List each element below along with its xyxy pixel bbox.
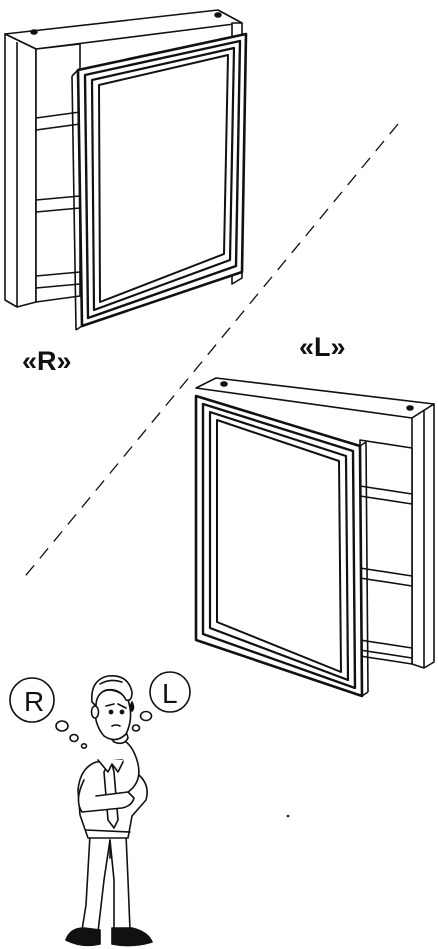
cabinet-side-panel xyxy=(4,33,37,308)
man-shoe-right xyxy=(111,927,153,947)
thought-trail xyxy=(69,733,79,743)
mirror-door-top xyxy=(71,32,248,331)
screw-hole-icon xyxy=(30,29,38,35)
label-left-hinge: «L» xyxy=(299,332,346,362)
thought-bubble-l-letter: L xyxy=(162,678,178,709)
thought-trail xyxy=(139,710,153,722)
cabinet-interior xyxy=(35,43,81,303)
thought-bubble-r-letter: R xyxy=(24,686,44,717)
mirror-door-bottom xyxy=(194,394,369,698)
thought-trail xyxy=(55,720,69,732)
confused-man-illustration: R L xyxy=(9,671,191,947)
thought-bubble-l xyxy=(149,671,191,713)
stray-mark xyxy=(286,814,290,818)
thought-trail xyxy=(80,742,88,749)
sweat-drop-icon xyxy=(129,701,135,712)
man-shoe-left xyxy=(65,927,101,947)
man-trousers xyxy=(81,834,131,933)
thought-bubble-r xyxy=(9,677,55,723)
screw-hole-icon xyxy=(214,12,222,18)
thought-trail xyxy=(131,724,141,732)
man-arm-left xyxy=(77,779,135,813)
screw-hole-icon xyxy=(406,405,414,411)
cabinet-shelf xyxy=(35,271,81,289)
screw-hole-icon xyxy=(220,381,228,387)
cabinet-left-hinged xyxy=(195,377,435,669)
man-arm-right xyxy=(119,735,140,793)
cabinet-side-panel xyxy=(411,403,435,669)
label-right-hinge: «R» xyxy=(22,346,72,376)
diagonal-divider xyxy=(21,123,399,581)
